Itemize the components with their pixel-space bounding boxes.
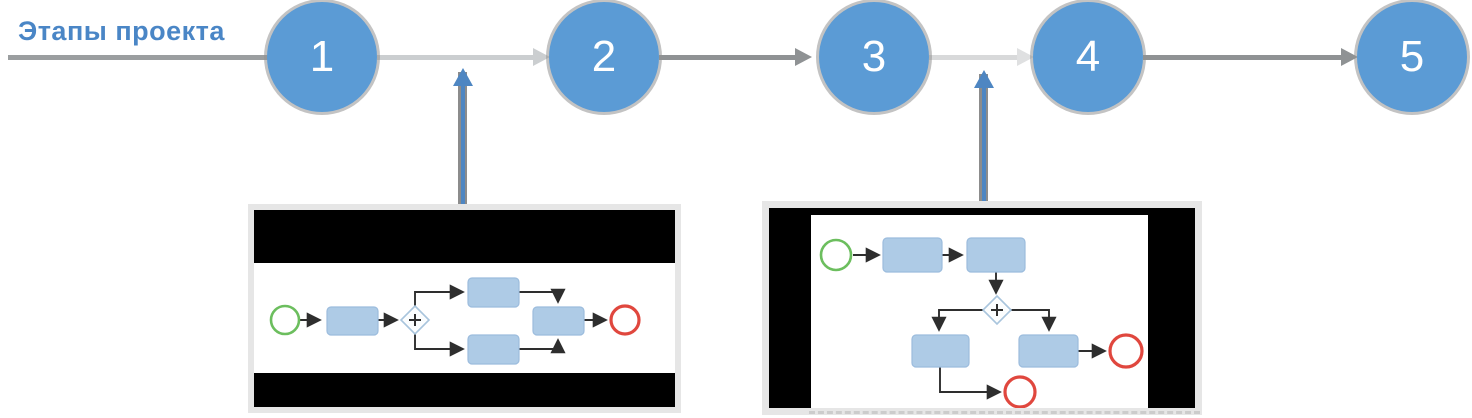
task-shape (966, 237, 1026, 273)
gateway-plus-icon (409, 314, 421, 326)
page-title: Этапы проекта (18, 16, 225, 46)
stage-circle-2: 2 (549, 2, 659, 112)
stage-circle-3: 3 (819, 2, 929, 112)
screenshot-panel-right (762, 201, 1202, 415)
end-event-icon (609, 304, 641, 336)
task-shape (467, 277, 520, 308)
callout-arrow-1-head-icon (453, 68, 473, 86)
timeline-arrowhead-icon (533, 48, 550, 66)
timeline-arrowhead-icon (1017, 48, 1034, 66)
timeline-segment-4-5 (1143, 55, 1341, 60)
task-shape (911, 334, 970, 368)
connector (519, 338, 566, 354)
timeline-segment-start (8, 55, 268, 60)
selection-dashed-line (809, 411, 1200, 414)
task-shape (467, 334, 520, 365)
bpmn-canvas-left (254, 263, 675, 373)
task-shape (1018, 334, 1079, 368)
bpmn-diagram-left (269, 277, 641, 365)
callout-arrow-2-head-icon (974, 70, 994, 88)
connector (519, 288, 566, 304)
end-event-icon (1108, 333, 1144, 369)
task-shape (882, 237, 943, 273)
connector (1010, 309, 1057, 332)
task-shape (532, 306, 585, 336)
screenshot-panel-left (248, 204, 681, 413)
timeline-arrowhead-icon (1341, 48, 1358, 66)
gateway-plus-icon (991, 304, 1003, 316)
timeline-segment-3-4 (929, 55, 1017, 60)
stage-circle-1: 1 (267, 2, 377, 112)
timeline-segment-2-3 (659, 55, 795, 60)
stage-number: 2 (591, 32, 617, 81)
start-event-icon (819, 238, 853, 272)
stage-number: 4 (1075, 32, 1101, 81)
connector (414, 284, 465, 307)
connector (939, 367, 1002, 400)
end-event-icon (1003, 375, 1037, 408)
bpmn-diagram-right (819, 237, 1144, 408)
bpmn-canvas-right (811, 215, 1148, 408)
timeline-arrowhead-icon (795, 48, 812, 66)
callout-arrow-1-stem (461, 86, 465, 208)
stage-number: 1 (309, 32, 335, 81)
stage-circle-4: 4 (1033, 2, 1143, 112)
connector (414, 333, 465, 357)
callout-arrow-2-stem (982, 88, 986, 206)
stage-number: 3 (861, 32, 887, 81)
timeline-segment-1-2 (377, 55, 533, 60)
stage-number: 5 (1399, 32, 1425, 81)
task-shape (326, 306, 379, 336)
connector (931, 309, 983, 332)
start-event-icon (269, 304, 301, 336)
stage-circle-5: 5 (1357, 2, 1467, 112)
